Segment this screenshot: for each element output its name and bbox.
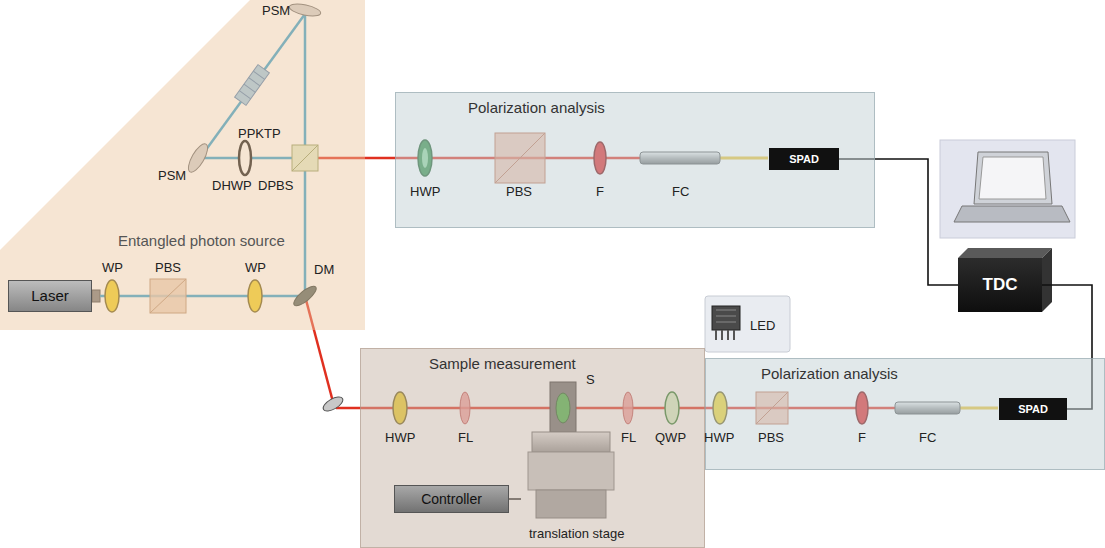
panel-title: Sample measurement <box>429 355 576 372</box>
panel-title: translation stage <box>529 527 624 542</box>
detector-box: SPAD <box>999 398 1067 420</box>
lens-label: FL <box>458 430 473 445</box>
led-panel <box>716 330 734 340</box>
laptop-icon <box>974 152 1052 204</box>
led-label: LED <box>750 318 775 333</box>
splitter-label: PBS <box>758 430 784 445</box>
box-label: SPAD <box>1018 403 1048 416</box>
box-label: TDC <box>983 275 1018 295</box>
filter-label: F <box>858 430 866 445</box>
led-panel <box>705 296 790 352</box>
filter-label: F <box>596 184 604 199</box>
box-label: Laser <box>31 287 69 304</box>
waveplate-label: HWP <box>385 430 415 445</box>
lens-label: FL <box>621 430 636 445</box>
analysis-panel: Polarization analysisSPAD <box>395 92 875 228</box>
laptop-icon <box>979 157 1046 199</box>
mirror-label: PSM <box>262 3 290 18</box>
splitter-label: DPBS <box>258 178 293 193</box>
led-panel <box>705 296 790 352</box>
sample-label: S <box>586 372 595 387</box>
tdc-housing <box>958 248 1052 258</box>
laptop-icon <box>954 206 1070 222</box>
led-panel <box>712 306 740 330</box>
laser-box: Laser <box>8 280 92 312</box>
crystal-label: PPKTP <box>238 126 281 141</box>
mirror <box>321 394 345 414</box>
waveplate-label: HWP <box>704 430 734 445</box>
tdc-housing <box>1042 248 1052 312</box>
laptop-panel <box>940 140 1075 238</box>
laptop-panel <box>940 140 1075 238</box>
mirror-label: DM <box>314 262 334 277</box>
sample-panel: Sample measurementController translation … <box>360 348 705 548</box>
splitter-label: PBS <box>506 184 532 199</box>
led-panel <box>716 310 736 322</box>
box-label: Controller <box>421 491 482 507</box>
tdc-housing <box>958 248 1052 312</box>
source-panel: Entangled photon sourceLaser <box>0 0 365 330</box>
detector-box: SPAD <box>769 148 839 170</box>
panel-title: Entangled photon source <box>118 232 285 249</box>
waveplate-label: HWP <box>410 184 440 199</box>
coupler-label: FC <box>919 430 936 445</box>
laptop-icon <box>954 152 1070 222</box>
tdc-box: TDC <box>958 258 1042 312</box>
coupler-label: FC <box>672 184 689 199</box>
waveplate-label: DHWP <box>212 178 252 193</box>
waveplate-label: WP <box>245 260 266 275</box>
waveplate-label: QWP <box>655 430 686 445</box>
panel-outline <box>0 0 365 330</box>
controller-box: Controller <box>394 485 509 513</box>
splitter-label: PBS <box>155 260 181 275</box>
waveplate-label: WP <box>102 260 123 275</box>
translation-stage: translation stage <box>521 441 641 546</box>
analysis-panel: Polarization analysisSPAD <box>705 358 1105 470</box>
panel-title: Polarization analysis <box>468 99 605 116</box>
mirror-label: PSM <box>158 168 186 183</box>
panel-title: Polarization analysis <box>761 365 898 382</box>
box-label: SPAD <box>789 153 819 166</box>
